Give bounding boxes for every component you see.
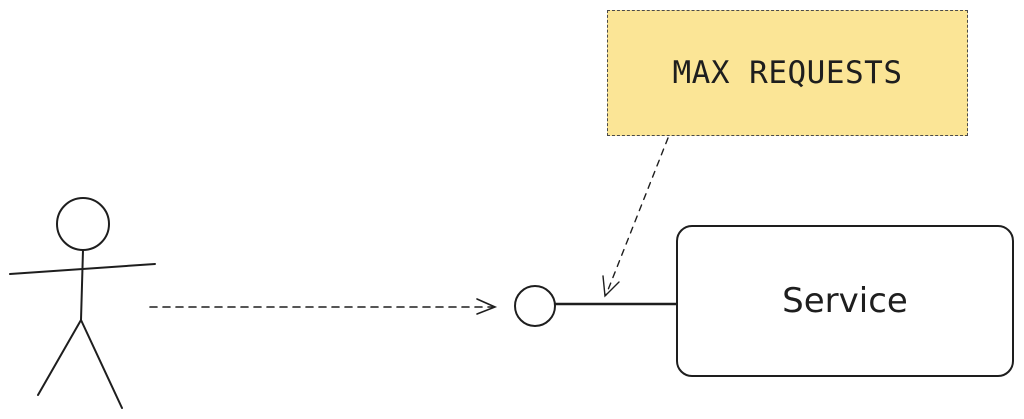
service-box: Service: [676, 225, 1014, 377]
request-arrow: [149, 298, 498, 315]
note-pointer-arrow: [602, 137, 669, 298]
actor-body: [80, 249, 84, 321]
max-requests-note: MAX REQUESTS: [607, 10, 968, 136]
actor-right-leg: [80, 319, 123, 409]
service-label: Service: [782, 281, 908, 321]
request-arrow-head: [476, 298, 498, 315]
note-label: MAX REQUESTS: [672, 55, 903, 91]
note-pointer-arrow-head: [602, 275, 620, 298]
actor-left-leg: [37, 319, 82, 396]
actor-head: [56, 197, 110, 251]
actor-arms: [9, 263, 156, 275]
interface-circle: [514, 285, 556, 327]
actor-stick-figure: [9, 197, 156, 409]
